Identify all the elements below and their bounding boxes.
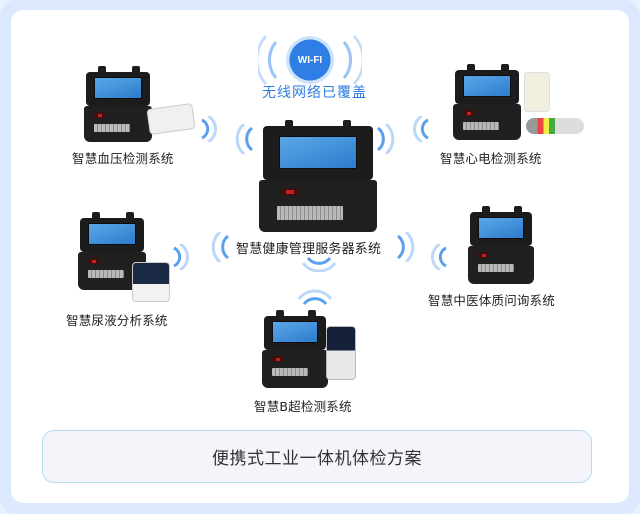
solution-title-banner: 便携式工业一体机体检方案	[42, 430, 592, 483]
wifi-badge-text: WI-FI	[297, 54, 323, 66]
signal-icon	[211, 232, 230, 262]
signal-icon	[201, 116, 218, 142]
laptop-icon	[453, 64, 521, 140]
ultrasound-device-icon	[326, 326, 356, 380]
system-label: 智慧血压检测系统	[72, 151, 174, 166]
server-laptop-icon	[259, 120, 377, 232]
system-label: 智慧心电检测系统	[440, 151, 542, 166]
urine-analyzer-icon	[132, 262, 170, 302]
wifi-caption: 无线网络已覆盖	[262, 85, 367, 101]
ecg-device-icon	[524, 72, 550, 112]
laptop-icon	[468, 206, 534, 284]
wifi-badge: WI-FI	[286, 36, 334, 84]
server-label: 智慧健康管理服务器系统	[236, 242, 382, 257]
system-label: 智慧中医体质问询系统	[428, 293, 556, 308]
wifi-waves-icon	[258, 35, 362, 85]
laptop-icon	[262, 310, 328, 388]
signal-icon	[302, 256, 336, 272]
system-label: 智慧尿液分析系统	[66, 313, 168, 328]
signal-icon	[376, 124, 395, 154]
laptop-icon	[84, 66, 152, 142]
ecg-leads-icon	[526, 118, 584, 134]
signal-icon	[298, 289, 332, 306]
system-label: 智慧B超检测系统	[254, 399, 352, 414]
signal-icon	[235, 124, 254, 154]
signal-icon	[430, 244, 447, 270]
solution-title: 便携式工业一体机体检方案	[212, 449, 422, 469]
signal-icon	[412, 116, 429, 142]
signal-icon	[396, 232, 415, 262]
signal-icon	[173, 244, 190, 270]
